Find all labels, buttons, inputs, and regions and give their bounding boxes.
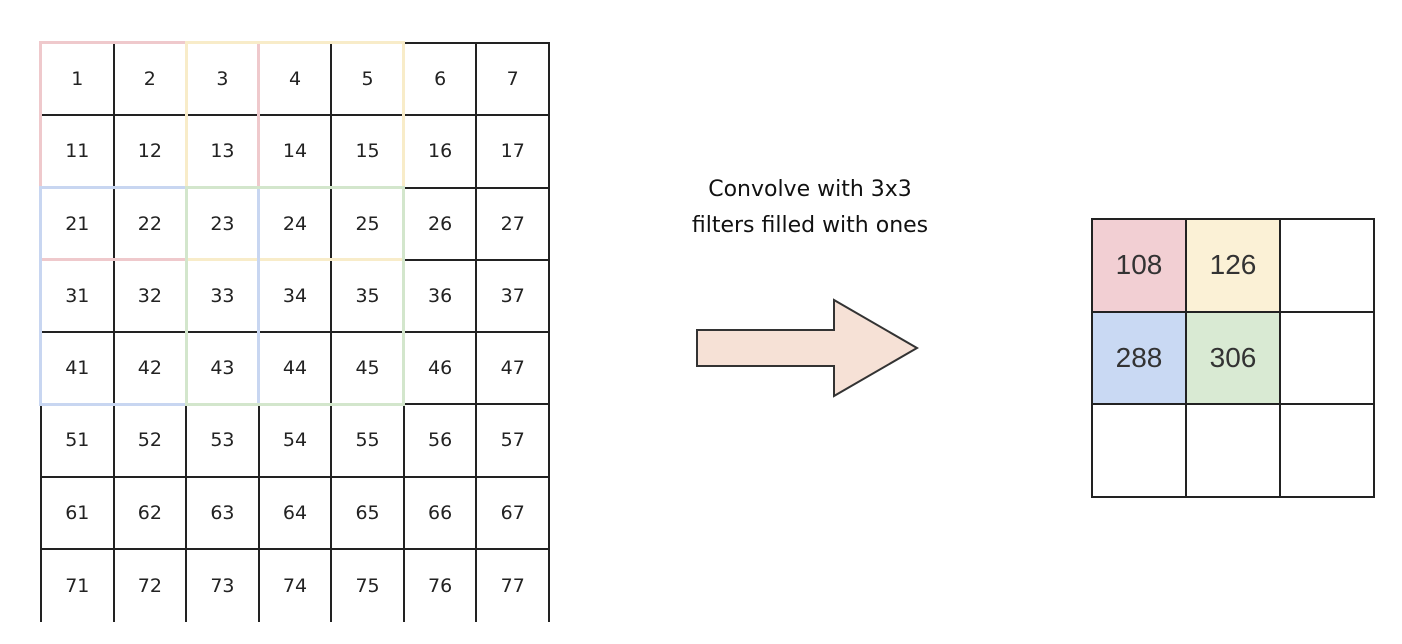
right-arrow-icon — [696, 298, 919, 398]
output-cell — [1281, 405, 1375, 498]
input-cell: 5 — [332, 44, 405, 117]
input-cell: 12 — [114, 116, 188, 189]
input-cell: 11 — [42, 116, 115, 189]
input-cell: 63 — [187, 477, 260, 550]
caption-line-2: filters filled with ones — [691, 213, 929, 238]
caption: Convolve with 3x3 filters filled with on… — [640, 172, 980, 244]
input-cell: 47 — [477, 333, 550, 406]
input-cell: 34 — [259, 260, 333, 333]
input-cell: 53 — [187, 405, 260, 478]
input-cell: 51 — [42, 405, 115, 478]
input-cell: 71 — [42, 549, 115, 622]
output-cell — [1281, 220, 1375, 313]
caption-line-1: Convolve with 3x3 — [708, 177, 912, 202]
input-cell: 22 — [114, 188, 188, 261]
input-cell: 67 — [477, 477, 550, 550]
input-cell: 52 — [114, 405, 188, 478]
input-cell: 26 — [404, 188, 478, 261]
input-cell: 55 — [332, 405, 405, 478]
output-cell: 126 — [1187, 220, 1281, 313]
input-cell: 23 — [187, 188, 260, 261]
input-cell: 37 — [477, 260, 550, 333]
input-cell: 76 — [405, 549, 478, 622]
input-cell: 31 — [42, 260, 115, 333]
output-cell — [1187, 405, 1281, 498]
input-cell: 7 — [477, 44, 550, 117]
input-cell: 14 — [259, 116, 333, 189]
input-cell: 65 — [332, 477, 405, 550]
arrow-shape — [696, 298, 919, 398]
output-cell — [1093, 405, 1187, 498]
output-cell: 306 — [1187, 312, 1281, 406]
input-cell: 4 — [259, 44, 333, 117]
input-cell: 17 — [477, 116, 550, 189]
input-cell: 54 — [259, 405, 333, 478]
input-cell: 61 — [42, 477, 115, 550]
input-cell: 41 — [42, 333, 115, 406]
output-cell: 288 — [1093, 312, 1187, 406]
input-cell: 56 — [404, 405, 478, 478]
input-cell: 36 — [404, 260, 478, 333]
input-cell: 46 — [404, 333, 478, 406]
input-cell: 13 — [187, 116, 260, 189]
input-cell: 77 — [477, 549, 550, 622]
input-cell: 64 — [259, 477, 333, 550]
input-cell: 21 — [42, 188, 115, 261]
input-cell: 42 — [114, 333, 188, 406]
input-cell: 66 — [404, 477, 478, 550]
input-cell: 74 — [260, 549, 333, 622]
input-cell: 43 — [187, 333, 260, 406]
input-cell: 25 — [332, 188, 405, 261]
input-cell: 73 — [187, 549, 260, 622]
input-cell: 44 — [259, 333, 333, 406]
input-cell: 16 — [404, 116, 478, 189]
output-cell — [1281, 312, 1375, 406]
input-cell: 45 — [332, 333, 405, 406]
input-cell: 57 — [477, 405, 550, 478]
input-cell: 62 — [114, 477, 188, 550]
input-cell: 27 — [477, 188, 550, 261]
input-cell: 35 — [332, 260, 405, 333]
input-cell: 1 — [42, 44, 115, 117]
input-cell: 24 — [259, 188, 333, 261]
input-cell: 32 — [114, 260, 188, 333]
input-cell: 6 — [404, 44, 478, 117]
output-cell: 108 — [1093, 220, 1187, 313]
input-cell: 75 — [332, 549, 405, 622]
input-cell: 33 — [187, 260, 260, 333]
input-cell: 15 — [332, 116, 405, 189]
input-cell: 3 — [187, 44, 260, 117]
input-cell: 2 — [114, 44, 188, 117]
input-cell: 72 — [115, 549, 188, 622]
